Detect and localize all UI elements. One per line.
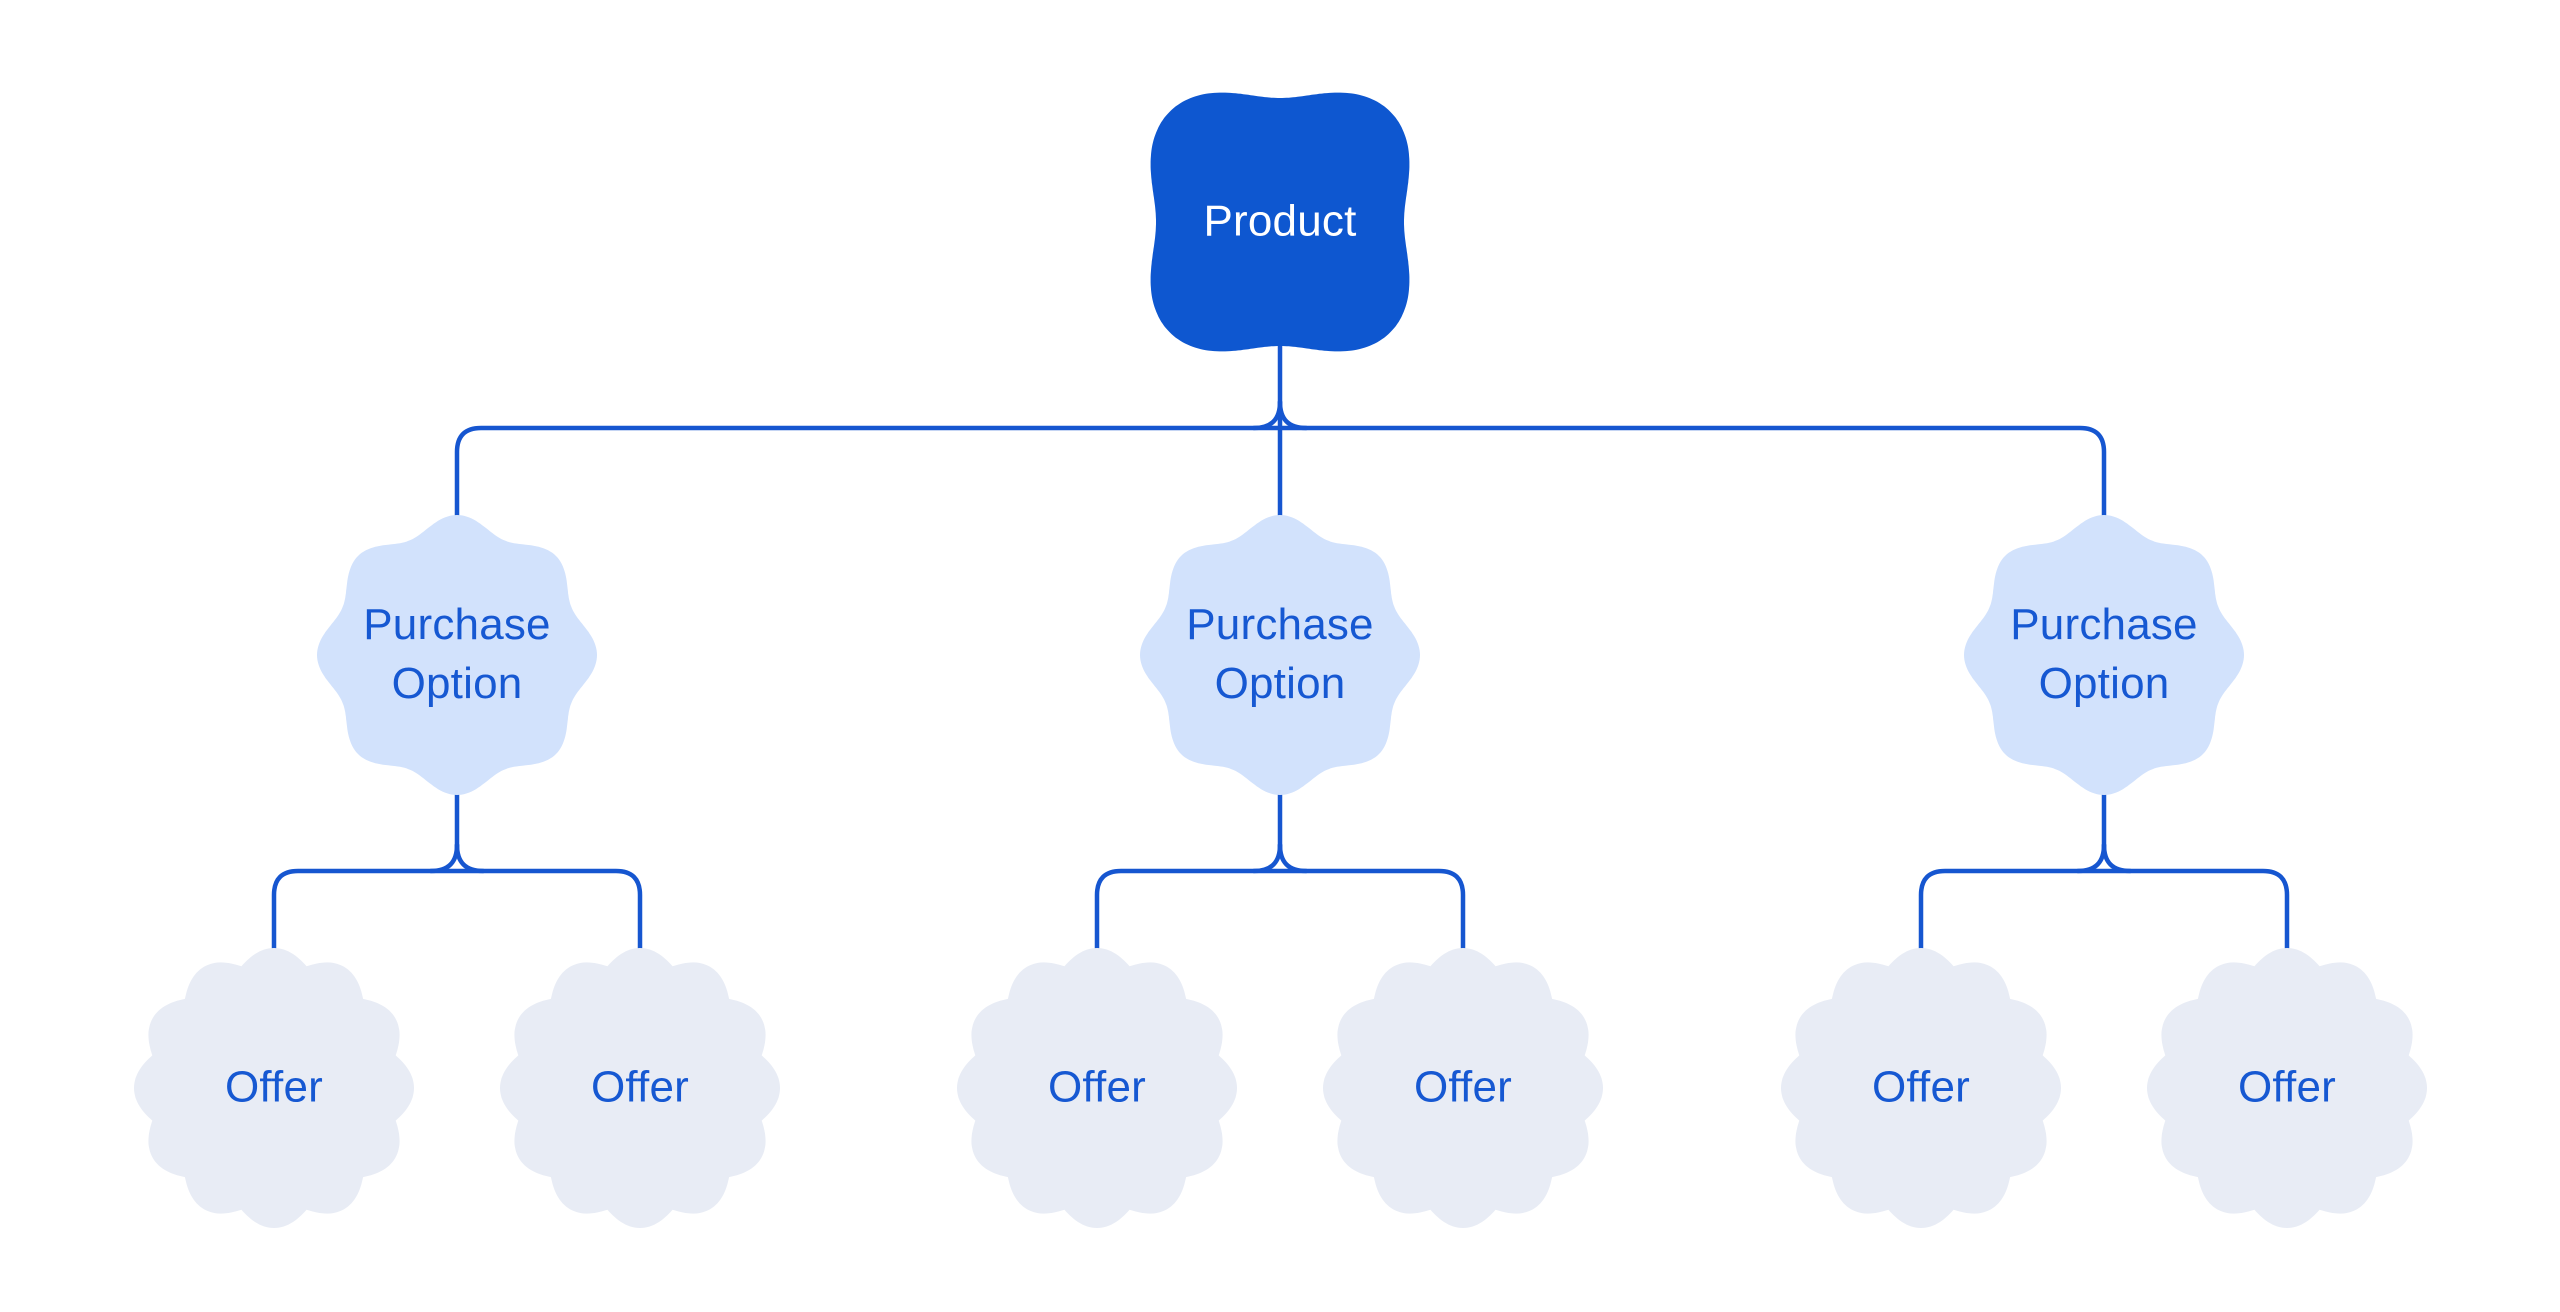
offer-node-shape	[500, 948, 780, 1228]
branch-stem-fillet-right	[454, 842, 486, 874]
purchase-option-node-shape	[1964, 515, 2244, 795]
branch-bus-line	[1094, 868, 1466, 954]
offer-node-shape	[1323, 948, 1603, 1228]
branch-stem-fillet-left	[428, 842, 460, 874]
offer-node-label: Offer	[590, 1062, 690, 1112]
offer-node-shape	[134, 948, 414, 1228]
branch-stem-fillet-left	[2075, 842, 2107, 874]
branch-connector-group	[1094, 787, 1466, 954]
offer-node-shape	[1781, 948, 2061, 1228]
root-connector-group	[454, 341, 2107, 520]
root-stem-fillet-left	[1251, 399, 1283, 431]
offer-node-label: Offer	[2237, 1062, 2337, 1112]
purchase-option-node-label: Purchase Option	[1186, 600, 1374, 708]
branch-bus-line	[1918, 868, 2290, 954]
purchase-option-node-label: Purchase Option	[2010, 600, 2198, 708]
product-node-shape	[1150, 92, 1410, 352]
branch-connector-group	[1918, 787, 2290, 954]
branch-stem-fillet-left	[1251, 842, 1283, 874]
offer-node-label: Offer	[1871, 1062, 1971, 1112]
branch-stem-fillet-right	[2101, 842, 2133, 874]
offer-node-shape	[2147, 948, 2427, 1228]
purchase-option-node-shape	[1140, 515, 1420, 795]
offer-node-label: Offer	[224, 1062, 324, 1112]
offer-node-shape	[957, 948, 1237, 1228]
branch-connector-group	[271, 787, 643, 954]
root-stem-fillet-right	[1277, 399, 1309, 431]
branch-stem-fillet-right	[1277, 842, 1309, 874]
product-node-label: Product	[1203, 196, 1357, 246]
purchase-option-node-label: Purchase Option	[363, 600, 551, 708]
purchase-option-node-shape	[317, 515, 597, 795]
offer-node-label: Offer	[1413, 1062, 1513, 1112]
offer-node-label: Offer	[1047, 1062, 1147, 1112]
branch-bus-line	[271, 868, 643, 954]
